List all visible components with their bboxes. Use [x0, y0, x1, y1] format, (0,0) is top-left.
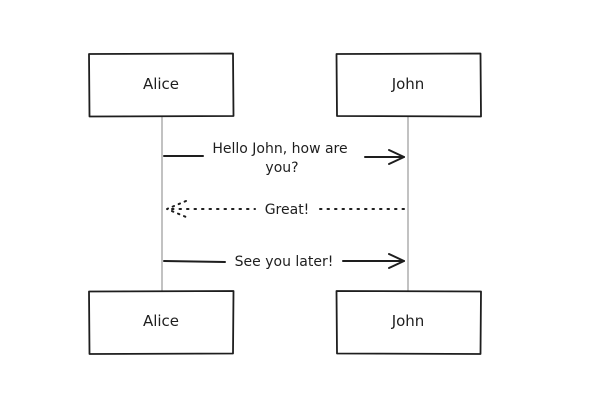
message-2[interactable]: Great! — [166, 200, 407, 218]
message-2-arrowhead — [166, 200, 187, 218]
message-3-line-left — [163, 260, 226, 263]
actor-box-alice-top[interactable]: Alice — [88, 52, 235, 118]
message-3-arrowhead — [388, 253, 405, 269]
actor-box-alice-bottom[interactable]: Alice — [88, 290, 235, 355]
message-1-label-line2: you? — [265, 160, 298, 176]
actor-box-john-top[interactable]: John — [335, 52, 482, 118]
actor-label-alice-top: Alice — [143, 75, 179, 93]
actor-label-john-bottom: John — [391, 312, 425, 330]
actor-label-john-top: John — [391, 75, 425, 93]
message-1-label-line1: Hello John, how are — [212, 141, 347, 157]
actor-box-john-bottom[interactable]: John — [335, 290, 482, 355]
message-2-label: Great! — [265, 202, 310, 218]
message-3[interactable]: See you later! — [163, 253, 405, 270]
message-3-label: See you later! — [235, 254, 334, 270]
message-1-arrowhead — [388, 149, 405, 165]
message-1[interactable]: Hello John, how are you? — [163, 141, 405, 176]
actor-label-alice-bottom: Alice — [143, 312, 179, 330]
